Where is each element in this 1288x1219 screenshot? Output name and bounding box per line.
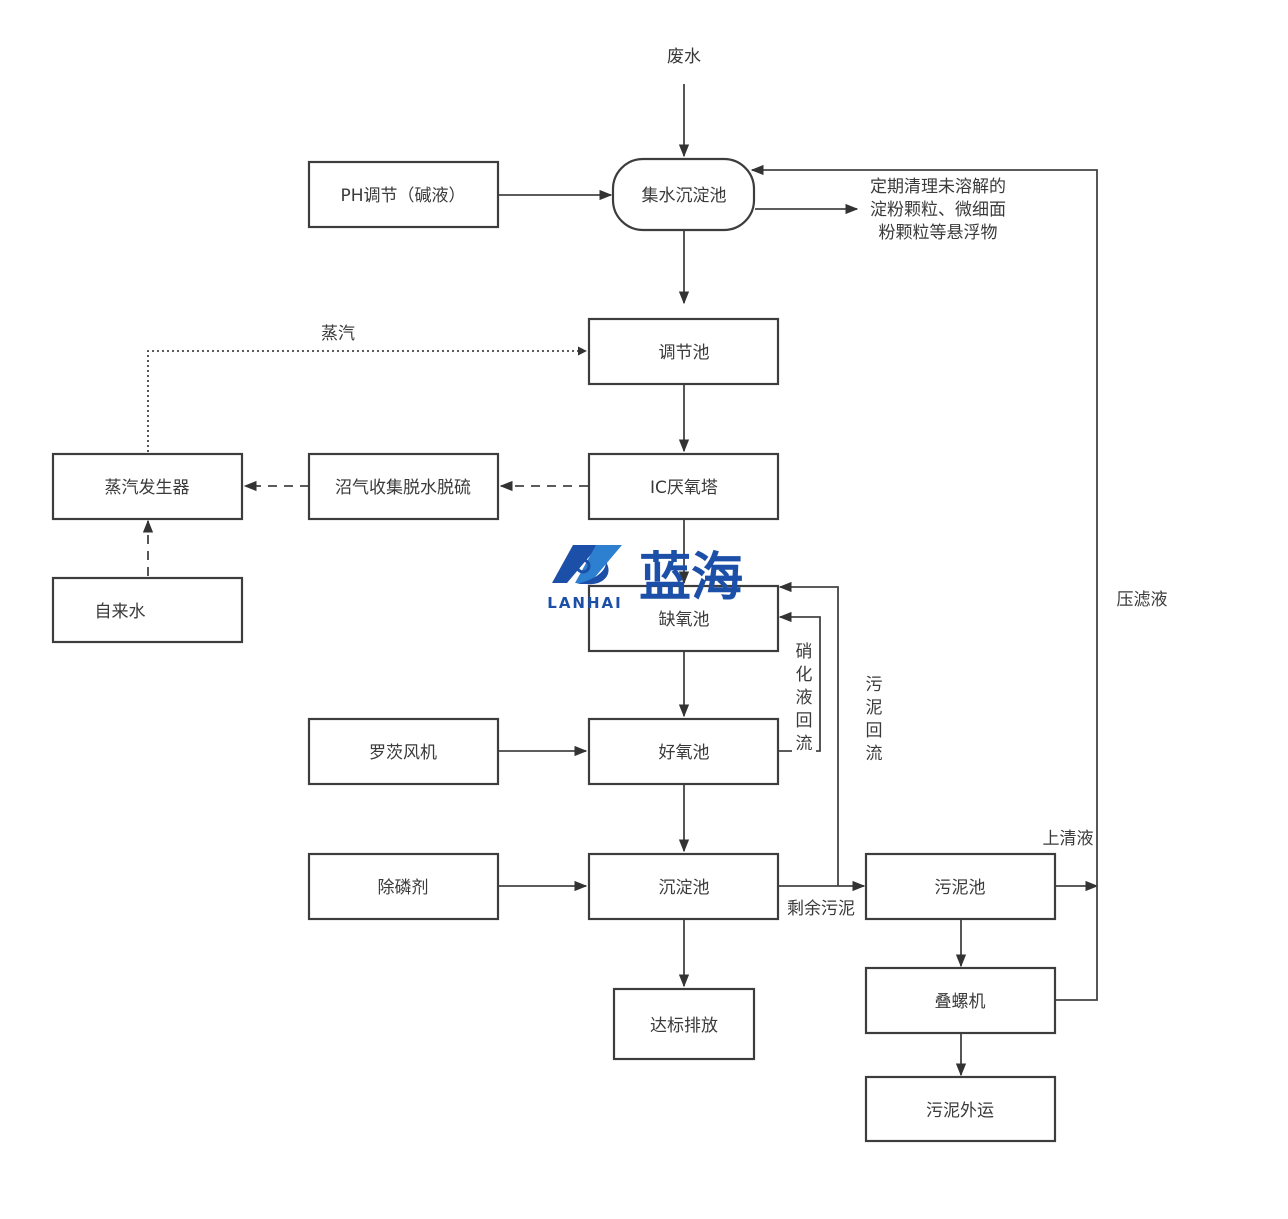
node-blower: 罗茨风机	[369, 743, 437, 763]
label-supernatant: 上清液	[1043, 829, 1094, 849]
node-ph-adjust: PH调节（碱液）	[340, 186, 465, 206]
node-screw-press: 叠螺机	[935, 992, 986, 1012]
node-sludge-tank: 污泥池	[935, 878, 986, 898]
label-sludge-return-char: 泥	[866, 698, 883, 718]
collection-note-line-2: 淀粉颗粒、微细面	[870, 200, 1006, 220]
node-sludge-out-box	[864, 1075, 1057, 1143]
node-phos: 除磷剂	[378, 878, 429, 898]
node-sludge-tank-box	[864, 852, 1057, 921]
label-sludge-return-char: 污	[866, 675, 883, 695]
label-steam: 蒸汽	[321, 324, 355, 344]
logo-gear	[575, 558, 591, 574]
label-nitrate-char: 回	[796, 711, 813, 731]
node-screw-press-box	[864, 966, 1057, 1035]
edge-steam-to-adjust	[147, 346, 587, 452]
label-sludge-return-char: 回	[866, 721, 883, 741]
node-settling: 沉淀池	[659, 878, 710, 898]
node-biogas-box	[307, 452, 500, 521]
label-nitrate-return: 硝 化 液 回 流	[792, 638, 816, 754]
node-wastewater: 废水	[667, 47, 701, 67]
label-nitrate-return-bg	[792, 638, 816, 752]
lanhai-logo-cn: 蓝海	[639, 548, 743, 608]
node-phos-box	[307, 852, 500, 921]
label-sludge-return: 污 泥 回 流	[866, 675, 883, 764]
node-sludge-out: 污泥外运	[926, 1101, 994, 1121]
node-adjust-tank: 调节池	[659, 343, 710, 363]
edge-labels: 蒸汽 硝 化 液 回 流 污 泥 回 流 剩余污泥 上清液 压滤液	[321, 324, 1168, 919]
lanhai-logo: 蓝海 LANHAI	[547, 545, 743, 612]
nodes: 废水 PH调节（碱液） 集水沉淀池 定期清理未溶解的 淀粉颗粒、微细面 粉颗粒等…	[51, 47, 1057, 1143]
node-steam-gen: 蒸汽发生器	[105, 478, 190, 498]
node-anoxic-box	[587, 584, 780, 653]
label-excess-sludge: 剩余污泥	[787, 899, 855, 919]
node-steam-gen-box	[51, 452, 244, 521]
collection-note: 定期清理未溶解的 淀粉颗粒、微细面 粉颗粒等悬浮物	[870, 177, 1006, 243]
node-adjust-tank-box	[587, 317, 780, 386]
collection-note-line-1: 定期清理未溶解的	[870, 177, 1006, 197]
node-biogas: 沼气收集脱水脱硫	[335, 478, 471, 498]
lanhai-logo-en: LANHAI	[547, 594, 622, 612]
lanhai-logo-icon	[552, 545, 622, 585]
node-tap-water: 自来水	[95, 602, 146, 622]
collection-note-line-3: 粉颗粒等悬浮物	[879, 223, 998, 243]
label-nitrate-char: 化	[796, 665, 813, 685]
edge-filtrate-return	[750, 164, 1098, 1001]
label-filtrate: 压滤液	[1117, 590, 1168, 610]
node-anoxic: 缺氧池	[659, 610, 710, 630]
label-nitrate-char: 液	[796, 688, 813, 708]
node-discharge: 达标排放	[650, 1016, 718, 1036]
node-aerobic-box	[587, 717, 780, 786]
logo-swoosh	[576, 562, 609, 585]
node-ic-tower-box	[587, 452, 780, 521]
node-blower-box	[307, 717, 500, 786]
node-settling-box	[587, 852, 780, 921]
node-aerobic: 好氧池	[659, 743, 710, 763]
label-sludge-return-char: 流	[866, 744, 883, 764]
logo-stroke-2	[575, 545, 622, 583]
label-nitrate-char: 流	[796, 734, 813, 754]
label-nitrate-char: 硝	[796, 642, 813, 662]
node-collection-tank-box	[611, 157, 756, 232]
node-ic-tower: IC厌氧塔	[650, 478, 718, 498]
node-tap-water-box	[51, 576, 244, 644]
node-collection-tank: 集水沉淀池	[642, 186, 727, 206]
node-discharge-box	[612, 987, 756, 1061]
logo-stroke-1	[552, 545, 599, 583]
node-ph-adjust-box	[307, 160, 500, 229]
edge-sludge-return	[778, 581, 839, 886]
